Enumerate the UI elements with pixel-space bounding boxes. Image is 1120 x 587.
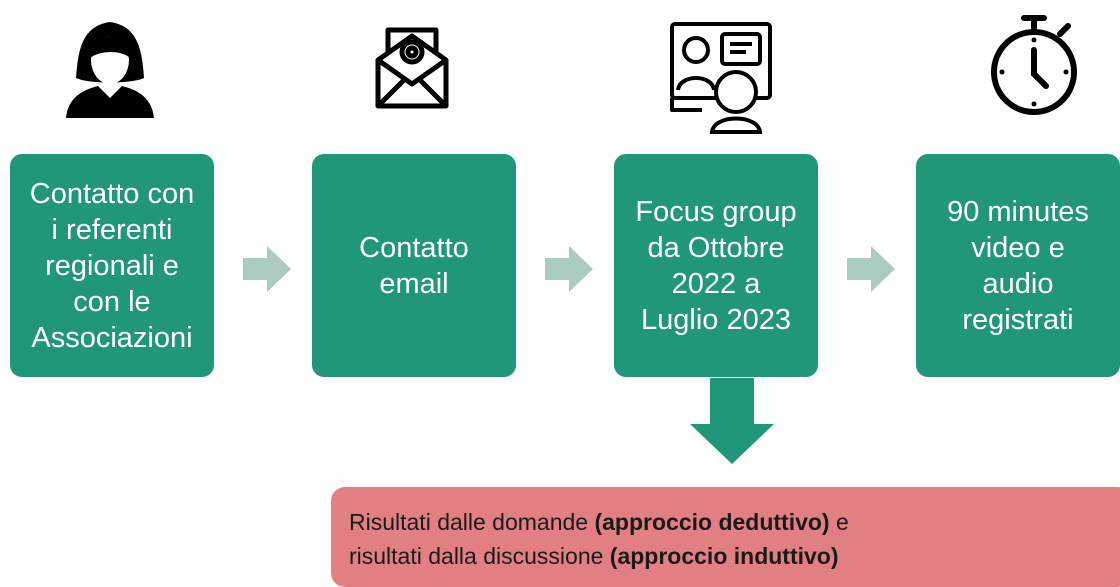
- results-deductive-label: (approccio deduttivo): [594, 509, 830, 535]
- right-arrow-2-icon: [545, 246, 593, 292]
- results-box: Risultati dalle domande (approccio dedut…: [331, 487, 1120, 587]
- results-line-2: risultati dalla discussione (approccio i…: [349, 539, 1120, 573]
- step-2-box: Contatto email: [312, 154, 516, 377]
- results-line-1: Risultati dalle domande (approccio dedut…: [349, 505, 1120, 539]
- step-2-label: Contatto email: [359, 231, 469, 300]
- step-3-label: Focus group da Ottobre 2022 a Luglio 202…: [635, 195, 797, 336]
- email-envelope-icon: [375, 27, 449, 109]
- results-inductive-label: (approccio induttivo): [609, 543, 839, 569]
- down-arrow-icon: [690, 378, 774, 464]
- video-call-icon: [670, 22, 772, 134]
- step-1-label: Contatto con i referenti regionali e con…: [29, 177, 195, 354]
- woman-user-icon: [66, 22, 154, 118]
- step-1-box: Contatto con i referenti regionali e con…: [10, 154, 214, 377]
- right-arrow-3-icon: [847, 246, 895, 292]
- right-arrow-1-icon: [243, 246, 291, 292]
- step-4-label: 90 minutes video e audio registrati: [947, 195, 1089, 336]
- step-3-box: Focus group da Ottobre 2022 a Luglio 202…: [614, 154, 818, 377]
- step-4-box: 90 minutes video e audio registrati: [916, 154, 1120, 377]
- results-line-2-text: risultati dalla discussione: [349, 543, 610, 569]
- stopwatch-icon: [991, 15, 1077, 115]
- results-line-1-tail: e: [829, 509, 849, 535]
- results-line-1-text: Risultati dalle domande: [349, 509, 595, 535]
